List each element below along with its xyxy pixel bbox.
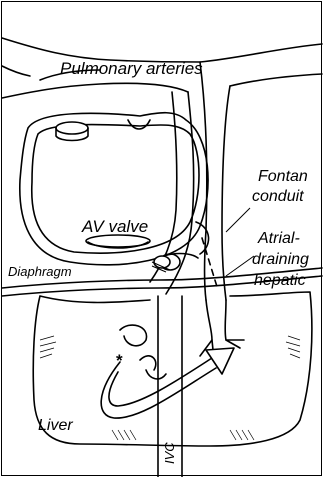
- ivc-label: IVC: [162, 442, 177, 464]
- fontan-label-line2: conduit: [252, 188, 304, 205]
- fontan-conduit: [200, 62, 250, 360]
- fontan-pointer: [226, 208, 250, 232]
- fontan-label-line1: Fontan: [258, 168, 308, 185]
- liver-label: Liver: [38, 417, 73, 434]
- atrial-label-line1: Atrial-: [257, 230, 300, 247]
- pulmonary-arteries-label: Pulmonary arteries: [60, 59, 203, 78]
- atrial-label-line2: draining: [252, 251, 309, 268]
- av-valve-label: AV valve: [81, 217, 148, 236]
- heart-atrium: [20, 113, 208, 265]
- diaphragm-label: Diaphragm: [8, 264, 72, 279]
- liver: [33, 292, 312, 446]
- atrial-label-line3: hepatic: [254, 272, 306, 289]
- asterisk-marker: *: [116, 351, 123, 370]
- atrial-draining-pointer: [226, 256, 254, 276]
